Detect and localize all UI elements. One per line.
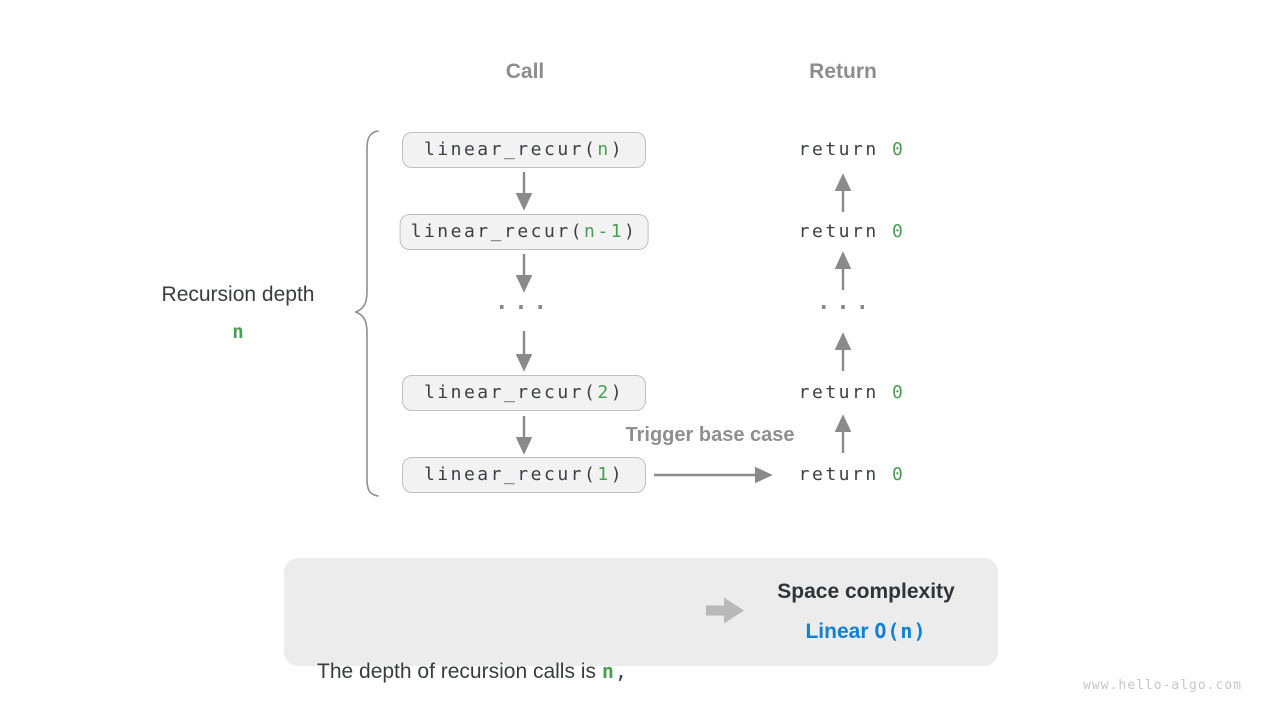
- recursion-depth-brace: [354, 130, 379, 497]
- call-box-1: linear_recur(1): [402, 457, 646, 493]
- code-text: ): [610, 464, 625, 485]
- return-value: 0: [892, 464, 906, 485]
- space-complexity-title: Space complexity: [777, 580, 955, 603]
- complexity-class-label: Linear: [805, 620, 869, 643]
- call-box-n-1: linear_recur(n-1): [399, 214, 649, 250]
- return-column-header: Return: [809, 60, 877, 83]
- code-text: linear_recur(: [410, 221, 585, 242]
- code-arg: n-1: [584, 221, 625, 242]
- trigger-base-case-label: Trigger base case: [625, 424, 795, 446]
- return-statement-1: return 0: [799, 139, 906, 160]
- recursion-depth-value: n: [232, 321, 244, 343]
- code-text: ): [610, 382, 625, 403]
- call-box-n: linear_recur(n): [402, 132, 646, 168]
- code-arg: n: [597, 139, 611, 160]
- return-value: 0: [892, 382, 906, 403]
- return-statement-4: return 0: [799, 464, 906, 485]
- code-arg: 2: [597, 382, 611, 403]
- complexity-notation: O(n): [874, 619, 927, 643]
- return-statement-2: return 0: [799, 221, 906, 242]
- call-column-header: Call: [505, 60, 545, 83]
- space-complexity-value: Linear O(n): [756, 619, 976, 644]
- summary-text: The depth of recursion calls is: [317, 660, 602, 683]
- code-text: linear_recur(: [423, 464, 598, 485]
- implies-arrow-icon: [706, 597, 744, 624]
- code-text: ): [610, 139, 625, 160]
- code-text: linear_recur(: [423, 139, 598, 160]
- summary-arg-n: n: [601, 659, 615, 683]
- return-keyword: return: [798, 139, 879, 160]
- watermark: www.hello-algo.com: [1083, 678, 1242, 693]
- return-keyword: return: [798, 221, 879, 242]
- return-keyword: return: [798, 382, 879, 403]
- recursion-depth-label: Recursion depth: [161, 283, 315, 306]
- summary-line-1: The depth of recursion calls is n,: [317, 652, 628, 691]
- return-value: 0: [892, 221, 906, 242]
- summary-sentence: The depth of recursion calls is n, using…: [317, 574, 628, 720]
- return-statement-3: return 0: [799, 382, 906, 403]
- code-text: ): [624, 221, 638, 242]
- return-keyword: return: [798, 464, 879, 485]
- return-value: 0: [892, 139, 906, 160]
- summary-comma: ,: [614, 659, 628, 683]
- code-text: linear_recur(: [423, 382, 598, 403]
- summary-panel: [284, 558, 998, 666]
- return-ellipsis: ...: [817, 290, 875, 315]
- call-ellipsis: ...: [495, 290, 553, 315]
- call-box-2: linear_recur(2): [402, 375, 646, 411]
- code-arg: 1: [597, 464, 611, 485]
